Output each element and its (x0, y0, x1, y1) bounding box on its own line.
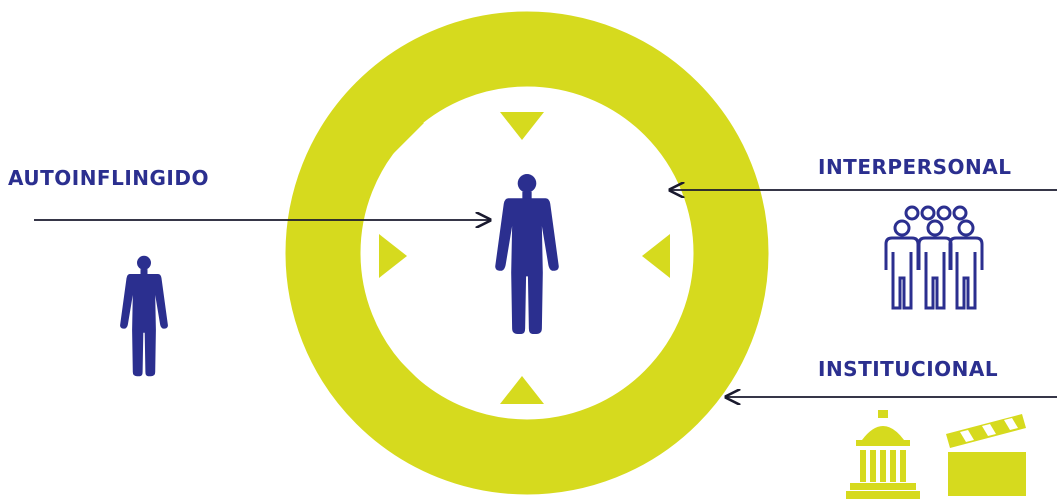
outer-ring (285, 11, 769, 495)
institucional-label: INSTITUCIONAL (818, 357, 999, 381)
group-of-people-icon (884, 205, 984, 310)
autoinflingido-label: AUTOINFLINGIDO (8, 166, 209, 190)
left-person-icon (120, 255, 168, 377)
institution-building-icon (846, 410, 920, 499)
center-person-icon (495, 174, 559, 334)
interpersonal-label: INTERPERSONAL (818, 155, 1012, 179)
